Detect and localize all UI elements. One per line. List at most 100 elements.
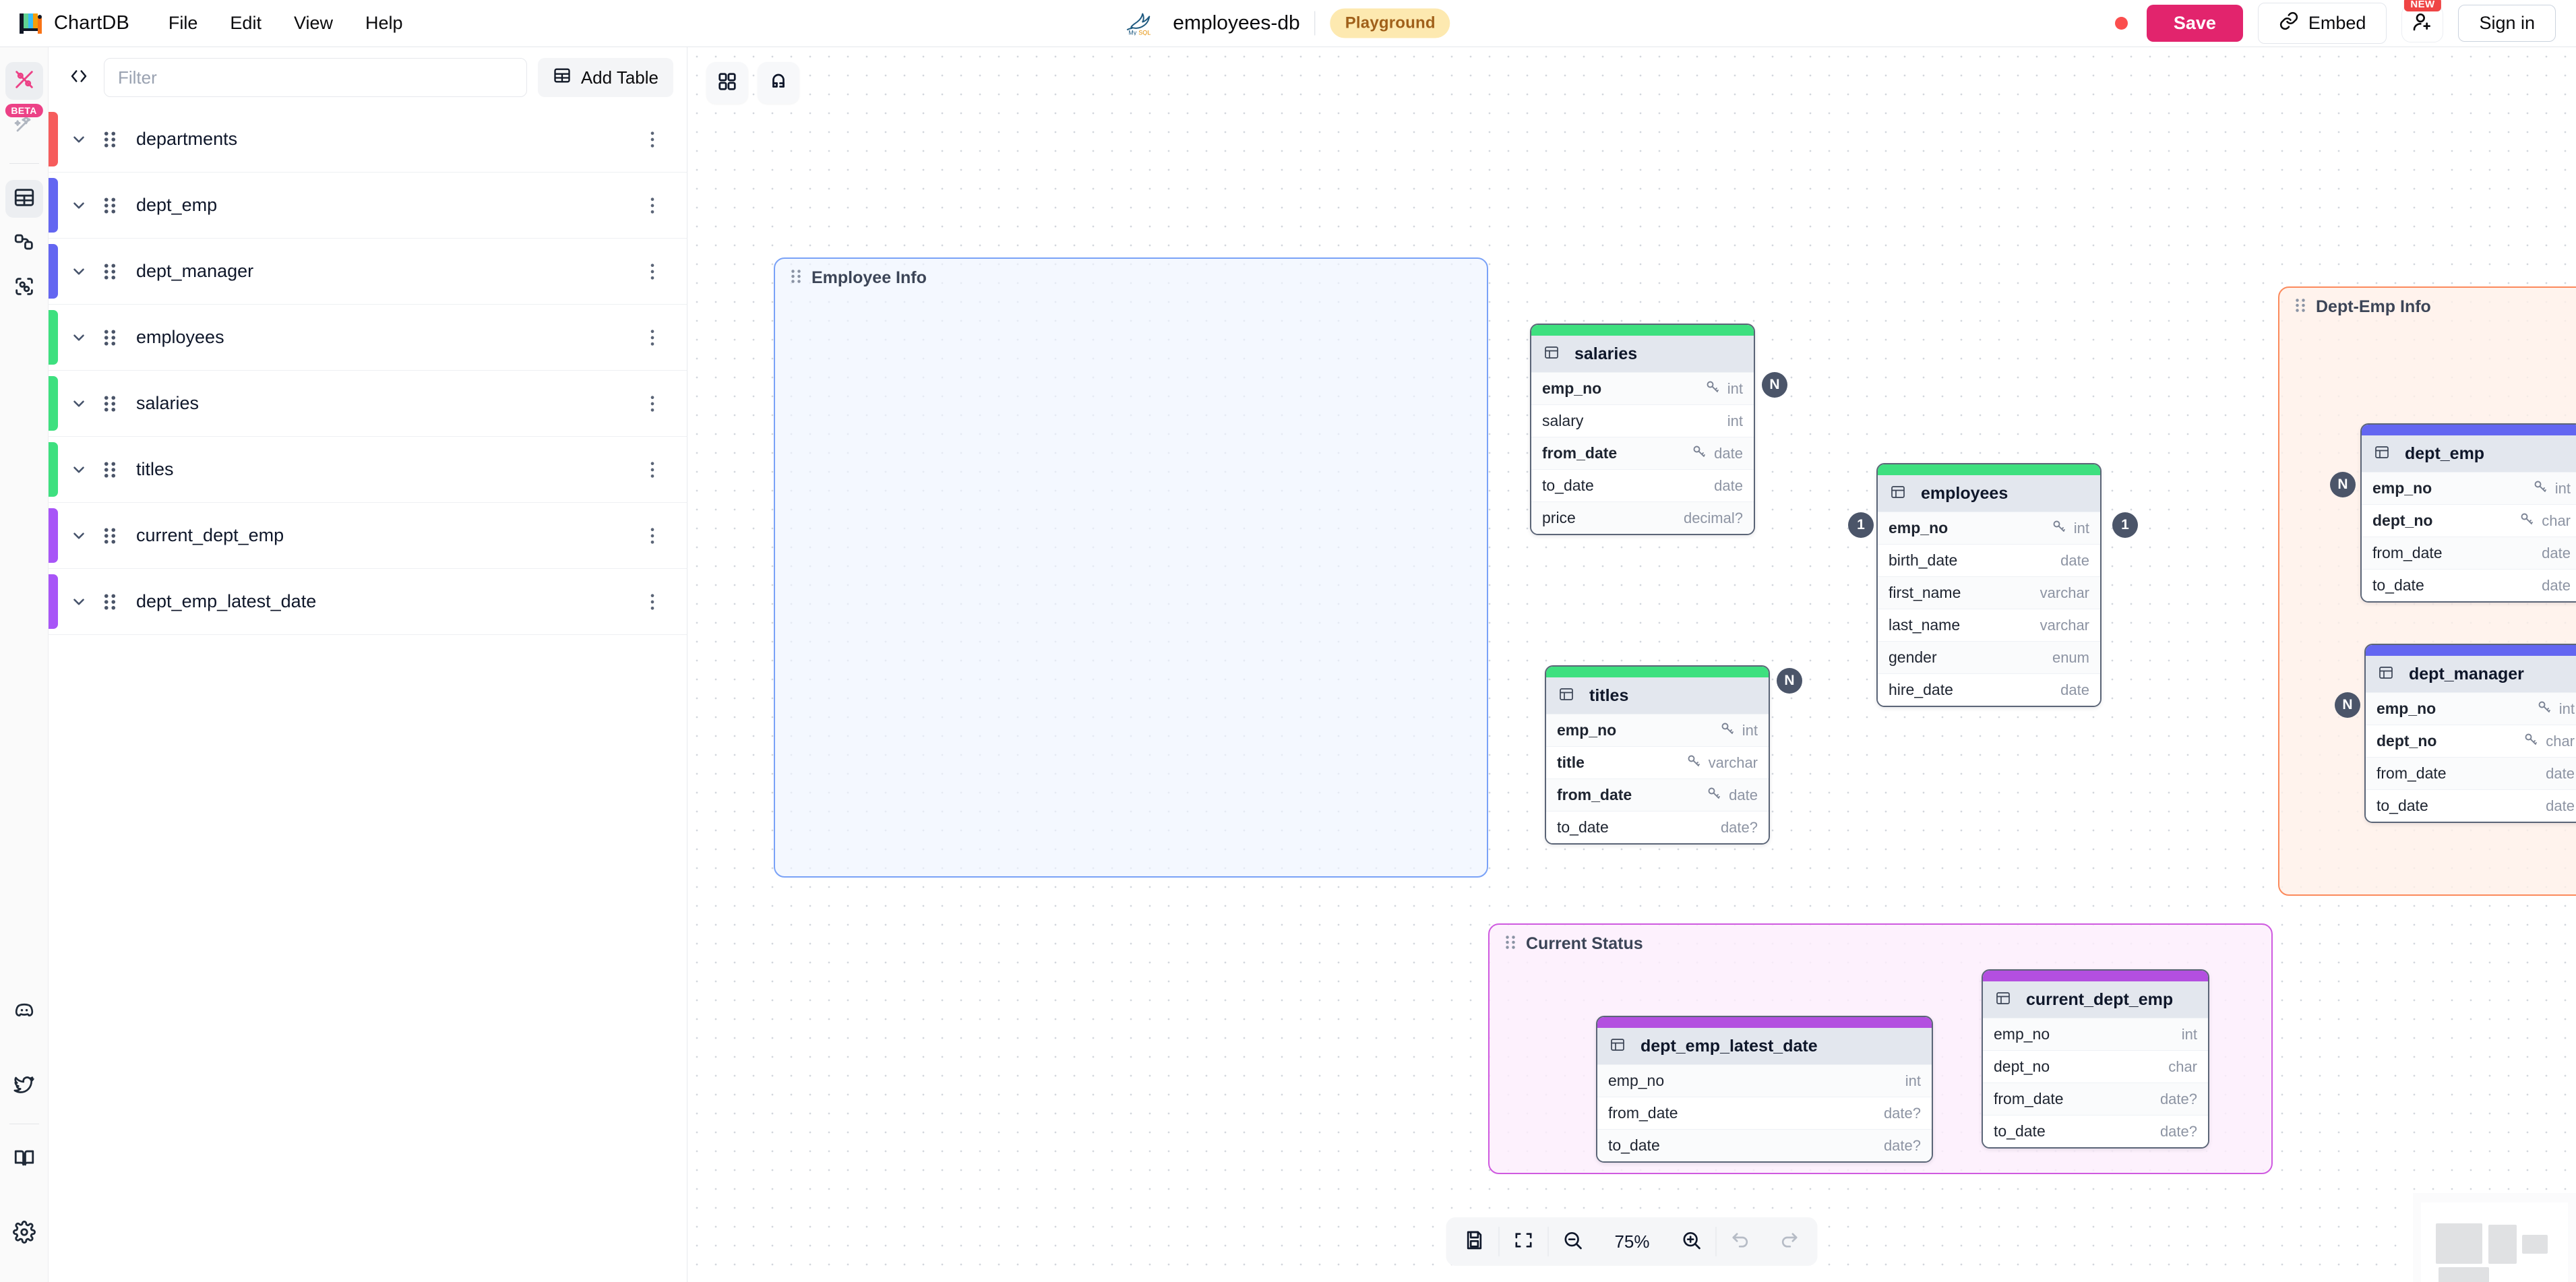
table-list-item[interactable]: salaries bbox=[49, 371, 687, 437]
table-node-header[interactable]: dept_emp bbox=[2362, 435, 2576, 472]
drag-handle-icon[interactable] bbox=[101, 460, 119, 479]
table-options-button[interactable] bbox=[641, 592, 664, 611]
table-list-item[interactable]: dept_emp bbox=[49, 173, 687, 239]
drag-handle-icon[interactable] bbox=[101, 328, 119, 347]
magnet-snap-button[interactable] bbox=[758, 62, 799, 104]
filter-input[interactable] bbox=[104, 58, 527, 97]
collapse-panel-button[interactable] bbox=[65, 63, 93, 92]
rail-item-tables[interactable] bbox=[5, 180, 43, 218]
chevron-down-icon[interactable] bbox=[69, 263, 89, 280]
chevron-down-icon[interactable] bbox=[69, 131, 89, 148]
rail-item-discord[interactable] bbox=[5, 993, 43, 1031]
drag-handle-icon[interactable] bbox=[101, 394, 119, 413]
table-list-item[interactable]: current_dept_emp bbox=[49, 503, 687, 569]
chevron-down-icon[interactable] bbox=[69, 461, 89, 479]
drag-handle-icon[interactable] bbox=[1504, 934, 1516, 954]
rail-item-dependencies[interactable] bbox=[5, 269, 43, 307]
rail-item-twitter[interactable] bbox=[5, 1067, 43, 1105]
drag-handle-icon[interactable] bbox=[101, 526, 119, 545]
table-options-button[interactable] bbox=[641, 262, 664, 281]
drag-handle-icon[interactable] bbox=[101, 130, 119, 149]
drag-handle-icon[interactable] bbox=[101, 592, 119, 611]
table-node-header[interactable]: titles bbox=[1546, 677, 1769, 714]
area-employee-info[interactable]: Employee Info bbox=[774, 257, 1488, 878]
rail-item-relationships[interactable] bbox=[5, 224, 43, 262]
sign-in-button[interactable]: Sign in bbox=[2458, 5, 2556, 42]
table-options-button[interactable] bbox=[641, 196, 664, 215]
chevron-down-icon[interactable] bbox=[69, 395, 89, 413]
table-list-item[interactable]: titles bbox=[49, 437, 687, 503]
save-diagram-button[interactable] bbox=[1450, 1217, 1499, 1266]
table-node-header[interactable]: salaries bbox=[1531, 336, 1754, 372]
menu-edit[interactable]: Edit bbox=[230, 13, 262, 33]
table-node-header[interactable]: employees bbox=[1878, 475, 2100, 512]
chevron-down-icon[interactable] bbox=[69, 527, 89, 545]
chevron-down-icon[interactable] bbox=[69, 329, 89, 346]
minimap[interactable] bbox=[2413, 1193, 2576, 1282]
undo-button[interactable] bbox=[1717, 1217, 1765, 1266]
chevron-down-icon[interactable] bbox=[69, 197, 89, 214]
table-options-button[interactable] bbox=[641, 460, 664, 479]
account-button[interactable]: NEW bbox=[2401, 0, 2444, 42]
zoom-level-label[interactable]: 75% bbox=[1614, 1231, 1650, 1252]
menu-help[interactable]: Help bbox=[365, 13, 403, 33]
table-options-button[interactable] bbox=[641, 328, 664, 347]
table-list-item[interactable]: departments bbox=[49, 106, 687, 173]
table-node-header[interactable]: dept_emp_latest_date bbox=[1597, 1028, 1932, 1064]
drag-handle-icon[interactable] bbox=[790, 268, 802, 288]
table-options-button[interactable] bbox=[641, 526, 664, 545]
table-options-button[interactable] bbox=[641, 394, 664, 413]
table-list-item[interactable]: dept_emp_latest_date bbox=[49, 569, 687, 635]
rail-item-docs[interactable] bbox=[5, 1140, 43, 1178]
rail-item-settings[interactable] bbox=[5, 1215, 43, 1252]
drag-handle-icon[interactable] bbox=[2294, 297, 2306, 317]
table-options-button[interactable] bbox=[641, 130, 664, 149]
zoom-out-button[interactable] bbox=[1549, 1217, 1597, 1266]
rail-item-dbml-editor[interactable] bbox=[5, 62, 43, 100]
fit-to-screen-button[interactable] bbox=[1500, 1217, 1548, 1266]
drag-handle-icon[interactable] bbox=[101, 262, 119, 281]
add-table-button[interactable]: Add Table bbox=[537, 58, 673, 97]
table-node-header[interactable]: dept_manager bbox=[2366, 656, 2576, 692]
chevron-down-icon[interactable] bbox=[69, 593, 89, 611]
menu-view[interactable]: View bbox=[293, 13, 333, 33]
drag-handle-icon[interactable] bbox=[101, 196, 119, 215]
redo-button[interactable] bbox=[1765, 1217, 1814, 1266]
table-node-header[interactable]: current_dept_emp bbox=[1983, 981, 2208, 1018]
rail-item-ai-magic[interactable]: BETA bbox=[5, 104, 43, 144]
